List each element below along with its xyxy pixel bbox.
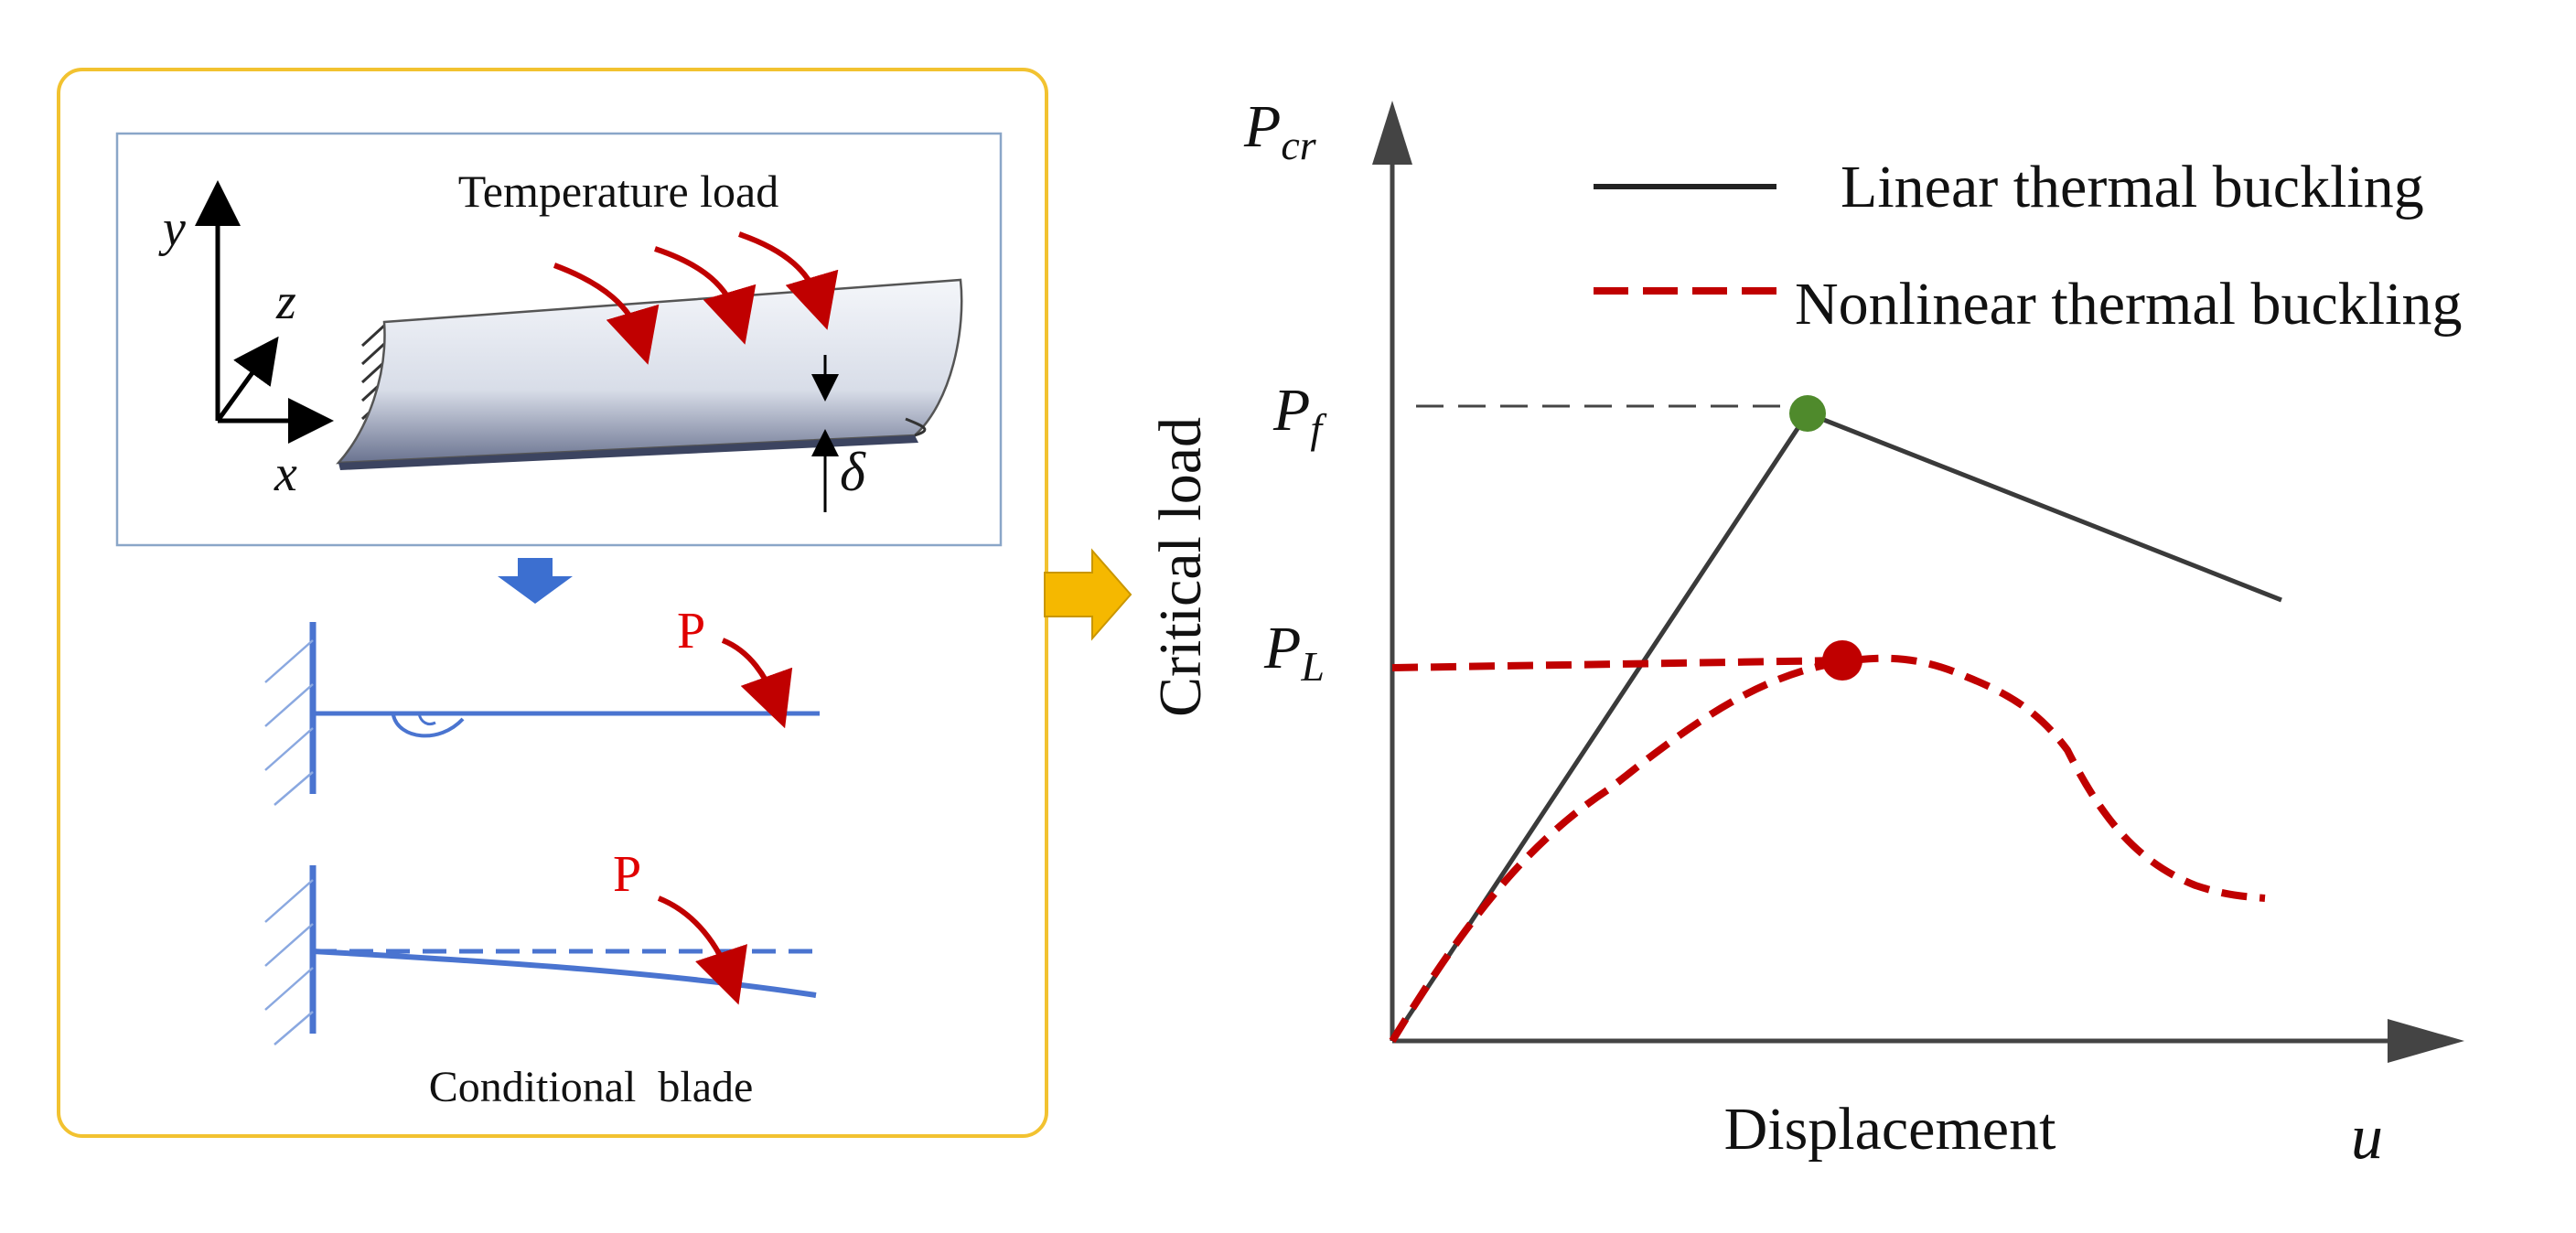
pl-point <box>1822 640 1862 681</box>
conditional-blade-caption: Conditional blade <box>429 1063 754 1111</box>
temperature-load-title: Temperature load <box>458 166 779 217</box>
legend-nonlinear-label: Nonlinear thermal buckling <box>1795 271 2462 338</box>
pl-dashed-line <box>1391 657 1843 671</box>
x-axis-symbol: u <box>2351 1102 2383 1173</box>
orange-right-arrow-icon <box>1044 548 1132 641</box>
blue-down-arrow-icon <box>498 558 573 604</box>
blade-diagram-2 <box>264 865 820 1045</box>
deflection-label: δ <box>840 442 866 502</box>
blade-diagram-1 <box>264 622 820 806</box>
pf-point <box>1789 395 1826 432</box>
graph-axes <box>1372 101 2464 1063</box>
pl-label: PL <box>1263 615 1325 690</box>
load-label-1: P <box>677 603 705 659</box>
axis-z-label: z <box>275 273 296 330</box>
nonlinear-buckling-curve <box>1389 654 2266 1044</box>
load-label-2: P <box>613 846 641 903</box>
legend: Linear thermal buckling Nonlinear therma… <box>1594 154 2462 338</box>
temperature-load-arrows <box>553 231 839 365</box>
coordinate-axes <box>195 180 334 444</box>
pf-label: Pf <box>1272 377 1327 452</box>
axis-x-label: x <box>274 445 297 502</box>
y-axis-label: Critical load <box>1147 417 1214 717</box>
legend-linear-label: Linear thermal buckling <box>1841 154 2424 220</box>
y-axis-symbol: Pcr <box>1243 93 1317 168</box>
load-arrow-2 <box>657 895 747 1005</box>
axis-y-label: y <box>158 200 186 257</box>
linear-buckling-curve <box>1390 410 2282 1043</box>
load-arrow-1 <box>721 638 793 729</box>
x-axis-label: Displacement <box>1724 1096 2056 1163</box>
